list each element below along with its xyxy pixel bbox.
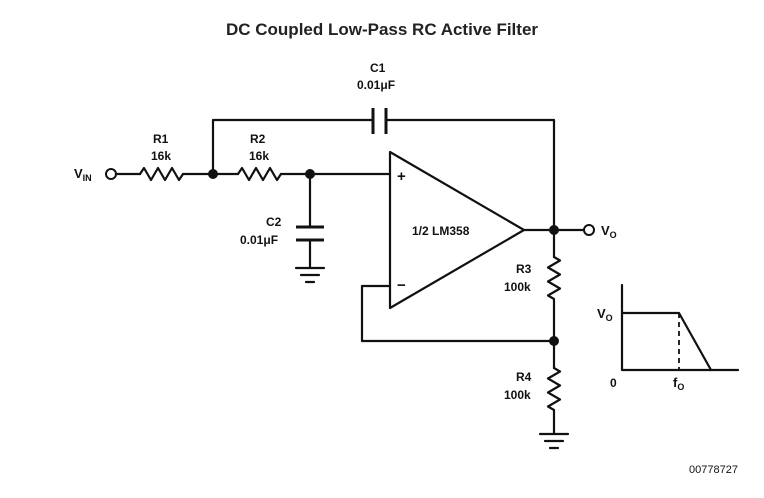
r2-value: 16k	[249, 149, 269, 163]
wire-node-a-c1	[211, 118, 374, 176]
c2-value: 0.01μF	[240, 233, 278, 247]
r3-value: 100k	[504, 280, 531, 294]
c2-name: C2	[266, 215, 282, 229]
diagram-title: DC Coupled Low-Pass RC Active Filter	[225, 20, 539, 39]
r3-name: R3	[516, 262, 532, 276]
graph-response-curve	[620, 311, 713, 372]
opamp-minus-sign: −	[397, 277, 406, 294]
r4-name: R4	[516, 370, 532, 384]
opamp-plus-sign: +	[397, 168, 406, 185]
figure-id: 00778727	[689, 464, 738, 476]
graph-x-origin: 0	[610, 376, 617, 390]
vo-terminal	[583, 224, 595, 236]
graph-x-label: fO	[673, 375, 684, 392]
resistor-r2	[236, 166, 283, 182]
resistor-r3	[546, 255, 562, 301]
graph-axes	[620, 283, 740, 372]
opamp-label: 1/2 LM358	[412, 224, 470, 238]
vin-terminal	[105, 168, 117, 180]
graph-y-label: VO	[597, 306, 613, 323]
resistor-r4	[546, 366, 562, 412]
vin-label: VIN	[74, 166, 92, 183]
c1-value: 0.01μF	[357, 78, 395, 92]
r1-value: 16k	[151, 149, 171, 163]
opamp-triangle	[388, 150, 526, 310]
c1-name: C1	[370, 61, 386, 75]
frequency-response-graph: VO 0 fO	[597, 283, 740, 392]
ground-r4-icon	[538, 432, 570, 450]
ground-c2-icon	[294, 266, 326, 284]
r2-name: R2	[250, 132, 266, 146]
resistor-r1	[138, 166, 185, 182]
r4-value: 100k	[504, 388, 531, 402]
wire-feedback-inverting	[360, 284, 556, 343]
r1-name: R1	[153, 132, 169, 146]
vo-label: VO	[601, 223, 617, 240]
wire-c1-output	[385, 118, 556, 232]
